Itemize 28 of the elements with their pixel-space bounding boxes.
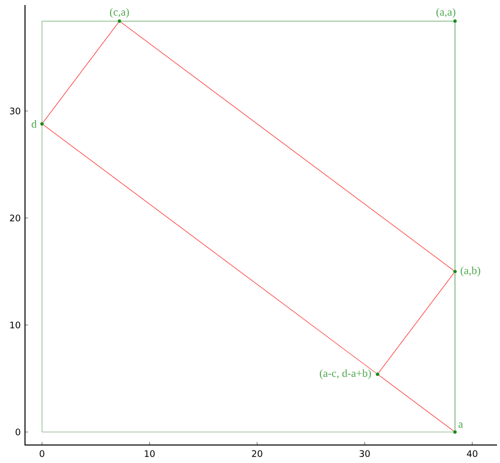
node-label: d <box>32 120 37 128</box>
point: d <box>32 120 44 128</box>
node-label: (a,b) <box>460 266 480 276</box>
line-segment <box>454 22 456 270</box>
line-segment <box>454 273 456 430</box>
point: (a-c, d-a+b) <box>320 369 380 380</box>
tick-label: 10 <box>10 322 28 328</box>
node-label: (a,a) <box>436 8 456 18</box>
tick-label: 40 <box>466 442 478 457</box>
node-label: (c,a) <box>110 8 129 18</box>
line-segment <box>43 124 376 374</box>
point: (a,b) <box>453 266 480 276</box>
line-segment <box>378 272 454 373</box>
tick-label: 20 <box>252 442 262 457</box>
tick-label: 30 <box>10 108 28 114</box>
point: (c,a) <box>110 8 129 23</box>
tick-label: 10 <box>144 442 155 457</box>
line-segment <box>120 22 454 271</box>
node-label: a <box>458 422 463 428</box>
point: a <box>453 422 463 434</box>
line-segment <box>42 22 119 123</box>
tick-label: 20 <box>10 214 28 222</box>
tick-label: 30 <box>360 442 370 457</box>
tick-label: 0 <box>16 428 28 436</box>
line-segment <box>378 375 454 432</box>
line-segment <box>121 20 454 22</box>
point: (a,a) <box>436 8 457 23</box>
tick-label: 0 <box>40 442 44 457</box>
